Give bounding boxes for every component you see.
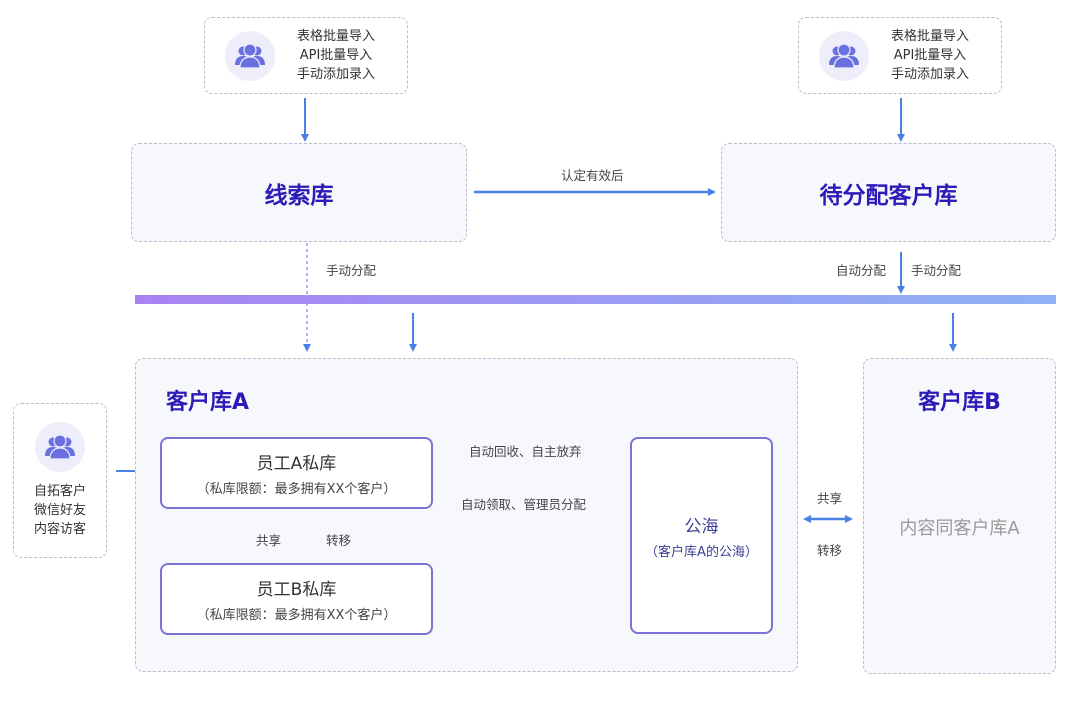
label-pending-manual-assign: 手动分配 (911, 263, 962, 278)
customer-pool-b (863, 358, 1056, 674)
customer-pool-b-content: 内容同客户库A (899, 518, 1020, 539)
pending-pool-box: 待分配客户库 (721, 143, 1056, 242)
users-icon (819, 30, 869, 81)
label-leads-manual-assign: 手动分配 (326, 263, 377, 278)
staff-b-private-pool: 员工B私库 （私库限额：最多拥有XX个客户） (160, 563, 433, 635)
pending-pool-title: 待分配客户库 (819, 182, 958, 209)
source-box-left: 自拓客户 微信好友 内容访客 (13, 403, 107, 558)
source-line: API批量导入 (893, 48, 967, 63)
label-private-to-public: 自动回收、自主放弃 (469, 444, 582, 459)
label-public-to-private: 自动领取、管理员分配 (461, 497, 587, 512)
customer-pool-b-title: 客户库B (918, 390, 1001, 415)
source-line: 手动添加录入 (297, 67, 376, 82)
leads-pool-title: 线索库 (264, 182, 334, 209)
staff-a-title: 员工A私库 (256, 454, 337, 474)
staff-b-quota: （私库限额：最多拥有XX个客户） (196, 608, 397, 623)
public-sea-title: 公海 (684, 516, 719, 537)
label-pending-auto-assign: 自动分配 (836, 263, 887, 278)
source-box-top-left: 表格批量导入 API批量导入 手动添加录入 (204, 17, 408, 94)
customer-pool-a-title: 客户库A (166, 390, 250, 415)
source-line: 表格批量导入 (297, 29, 376, 44)
source-line: 内容访客 (33, 522, 86, 537)
source-line: API批量导入 (299, 48, 373, 63)
distribution-bar (135, 295, 1056, 304)
leads-pool-box: 线索库 (131, 143, 467, 242)
source-line: 微信好友 (33, 503, 86, 518)
staff-a-private-pool: 员工A私库 （私库限额：最多拥有XX个客户） (160, 437, 433, 509)
label-pool-transfer: 转移 (817, 543, 843, 558)
users-icon (225, 30, 275, 81)
label-staff-transfer: 转移 (326, 533, 352, 548)
source-box-top-right: 表格批量导入 API批量导入 手动添加录入 (798, 17, 1002, 94)
source-line: 表格批量导入 (891, 29, 970, 44)
public-sea-subtitle: （客户库A的公海） (645, 544, 758, 560)
label-staff-share: 共享 (256, 533, 282, 548)
staff-a-quota: （私库限额：最多拥有XX个客户） (196, 482, 397, 497)
users-icon (35, 422, 85, 472)
source-line: 自拓客户 (33, 484, 86, 499)
staff-b-title: 员工B私库 (256, 580, 337, 600)
label-leads-to-pending: 认定有效后 (561, 168, 624, 183)
public-sea-box: 公海 （客户库A的公海） (630, 437, 773, 634)
source-line: 手动添加录入 (891, 67, 970, 82)
label-pool-share: 共享 (817, 491, 843, 506)
